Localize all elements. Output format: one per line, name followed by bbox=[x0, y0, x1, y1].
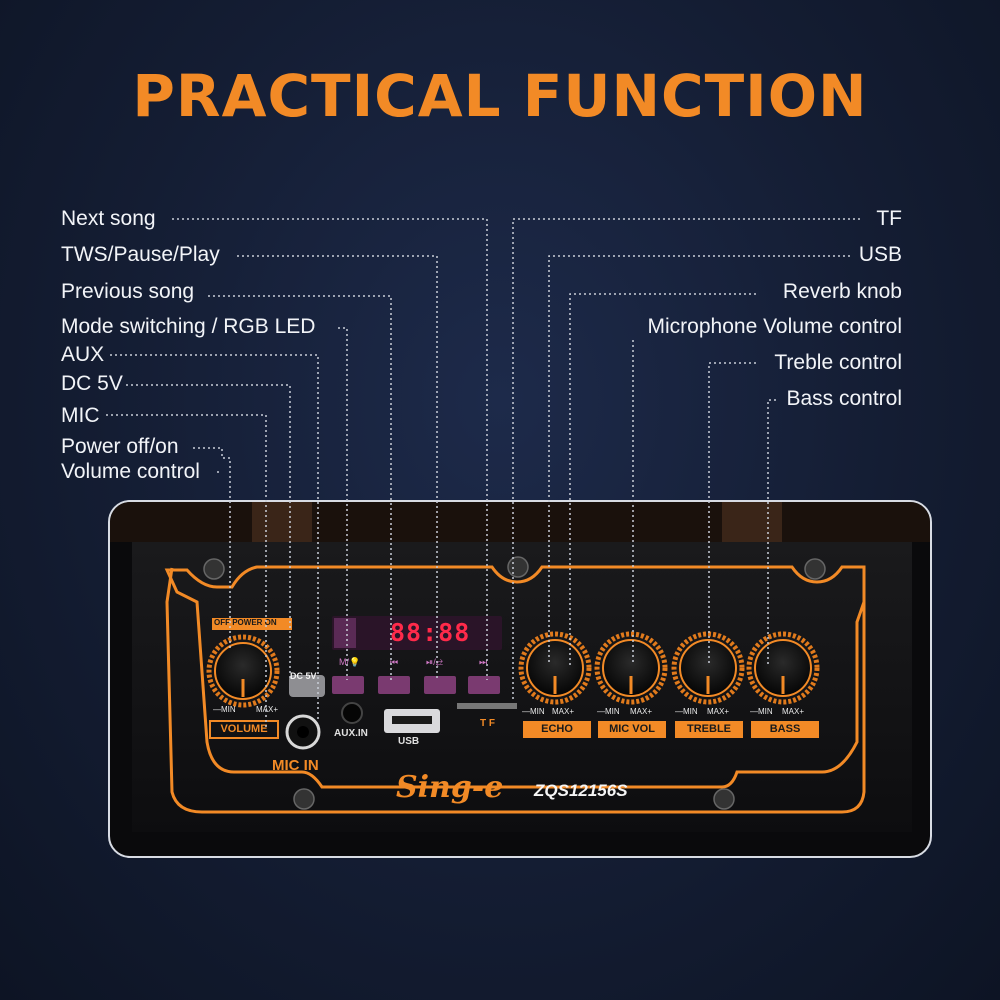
label-tws-pause-play: TWS/Pause/Play bbox=[61, 243, 220, 266]
label-mic-volume: Microphone Volume control bbox=[647, 315, 902, 338]
echo-max: MAX+ bbox=[552, 707, 575, 716]
treble-knob[interactable] bbox=[671, 631, 745, 705]
label-bass: Bass control bbox=[786, 387, 902, 410]
label-dc5v: DC 5V bbox=[61, 372, 123, 395]
volume-max: MAX+ bbox=[256, 705, 279, 714]
next-button-icon: ⏭ bbox=[479, 657, 488, 667]
label-mode-rgb: Mode switching / RGB LED bbox=[61, 315, 316, 338]
led-display: 88:88 bbox=[390, 618, 471, 647]
volume-min: —MIN bbox=[213, 705, 236, 714]
panel-illustration bbox=[110, 502, 930, 832]
knob-label-treble: TREBLE bbox=[687, 723, 731, 735]
label-power: Power off/on bbox=[61, 435, 179, 458]
micvol-min: —MIN bbox=[597, 707, 620, 716]
play-button-icon: ⏯/⇄ bbox=[426, 657, 443, 667]
treble-min: —MIN bbox=[675, 707, 698, 716]
mode-button-icon: M/💡 bbox=[339, 657, 361, 667]
power-tag: OFF POWER ON bbox=[214, 618, 277, 627]
label-tf: TF bbox=[876, 207, 902, 230]
knob-label-volume: VOLUME bbox=[220, 723, 268, 735]
usb-port-label: USB bbox=[398, 736, 420, 747]
knob-label-mic-vol: MIC VOL bbox=[609, 723, 655, 735]
mic-in-label: MIC IN bbox=[272, 757, 319, 774]
bass-max: MAX+ bbox=[782, 707, 805, 716]
bass-min: —MIN bbox=[750, 707, 773, 716]
bass-knob[interactable] bbox=[746, 631, 820, 705]
prev-button-icon: ⏮ bbox=[390, 657, 399, 667]
label-volume: Volume control bbox=[61, 460, 200, 483]
model-number: ZQS12156S bbox=[534, 781, 628, 800]
brand-logo: Sing-e bbox=[396, 770, 504, 805]
volume-knob[interactable] bbox=[206, 634, 280, 708]
tf-slot-label: T F bbox=[480, 718, 495, 729]
control-panel: OFF POWER ON 88:88 DC 5V AUX.IN USB T F … bbox=[108, 500, 932, 858]
knob-label-bass: BASS bbox=[769, 723, 801, 735]
label-aux: AUX bbox=[61, 343, 105, 366]
dc5v-port-label: DC 5V bbox=[290, 671, 317, 681]
page-title: PRACTICAL FUNCTION bbox=[132, 62, 868, 130]
aux-in-label: AUX.IN bbox=[334, 728, 368, 739]
knob-label-echo: ECHO bbox=[541, 723, 573, 735]
treble-max: MAX+ bbox=[707, 707, 730, 716]
micvol-max: MAX+ bbox=[630, 707, 653, 716]
label-reverb: Reverb knob bbox=[782, 280, 902, 303]
echo-min: —MIN bbox=[522, 707, 545, 716]
label-mic: MIC bbox=[61, 404, 100, 427]
label-previous-song: Previous song bbox=[61, 280, 195, 303]
label-next-song: Next song bbox=[61, 207, 156, 230]
label-treble: Treble control bbox=[774, 351, 902, 374]
mic-vol-knob[interactable] bbox=[594, 631, 668, 705]
label-usb: USB bbox=[858, 243, 902, 266]
echo-knob[interactable] bbox=[518, 631, 592, 705]
